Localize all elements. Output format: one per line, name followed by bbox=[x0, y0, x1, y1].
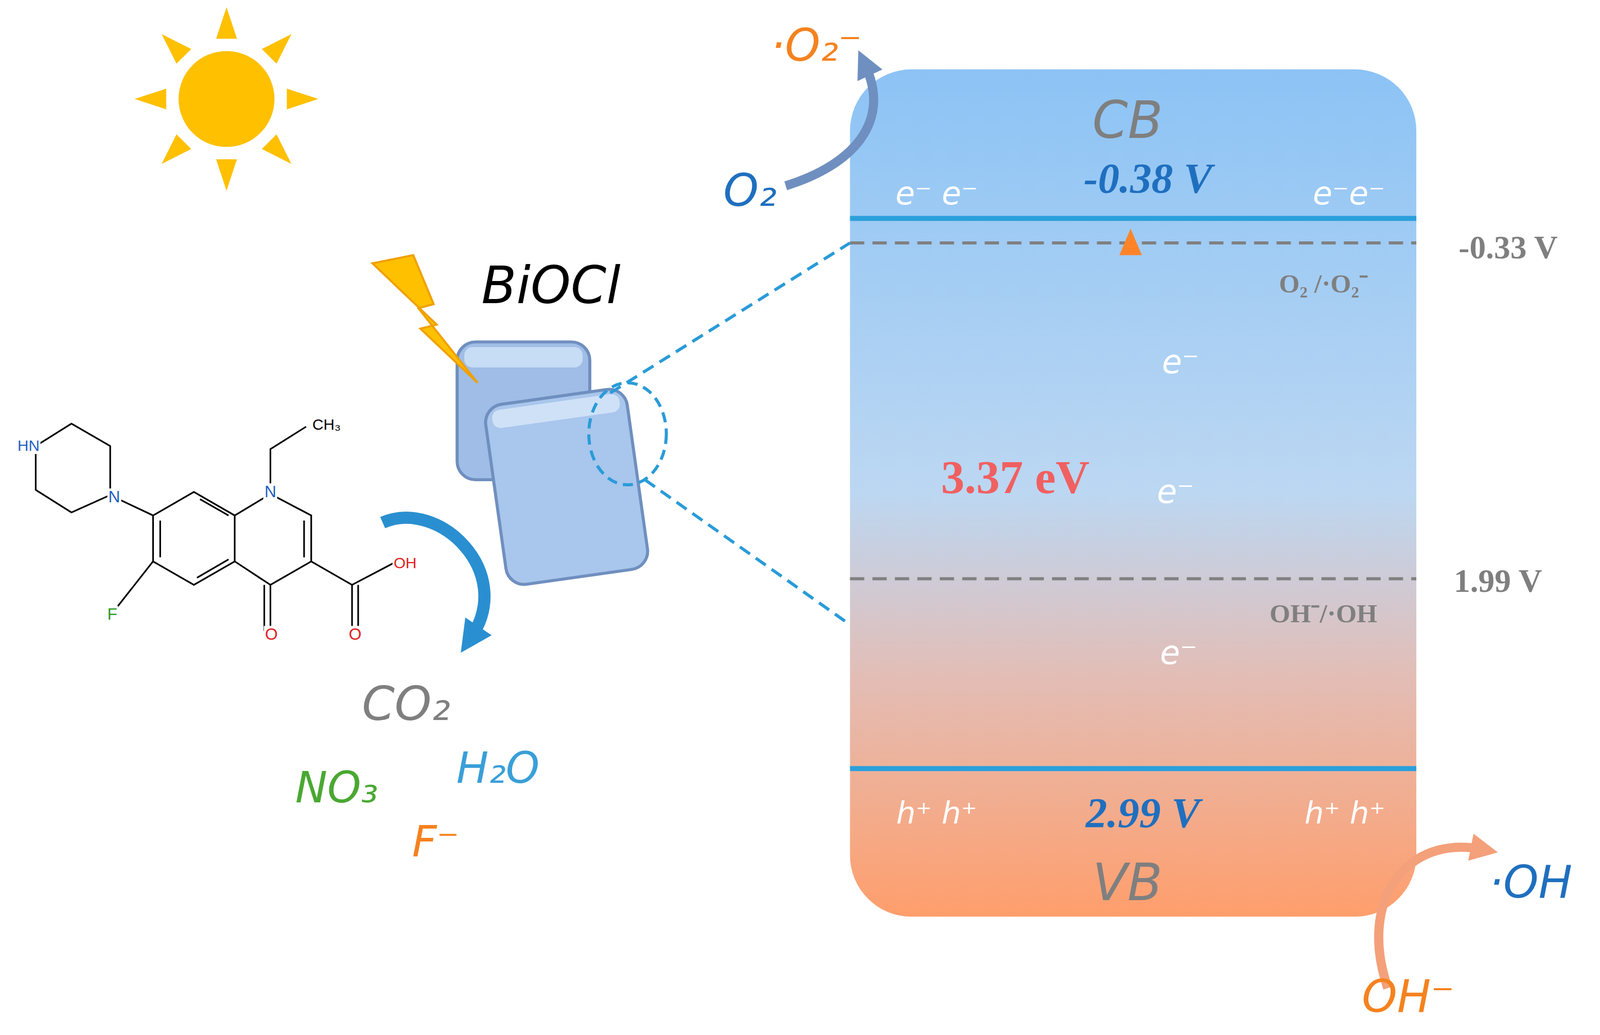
sun-ray bbox=[261, 33, 292, 64]
potential-value: 1.99 V bbox=[1453, 565, 1542, 598]
excitation-arrow bbox=[1127, 251, 1134, 756]
band-panel bbox=[850, 69, 1417, 917]
cb-edge bbox=[850, 215, 1417, 221]
electron-label: e⁻ bbox=[1156, 475, 1194, 508]
electron-label: e⁻ bbox=[1162, 345, 1200, 379]
atom-label: CH₃ bbox=[311, 416, 342, 433]
reaction-arrow bbox=[1378, 847, 1482, 989]
product-label: F⁻ bbox=[412, 820, 460, 864]
product-label: NO₃ bbox=[295, 766, 379, 810]
atom-label: OH bbox=[392, 555, 418, 572]
sun-ray bbox=[286, 88, 319, 110]
atom-label: O bbox=[264, 625, 279, 644]
band-potential: 2.99 V bbox=[1085, 792, 1201, 835]
sun-ray bbox=[261, 134, 292, 165]
species-label: ·O₂⁻ bbox=[770, 23, 863, 69]
sun-ray bbox=[216, 7, 237, 39]
species-label: OH⁻ bbox=[1361, 974, 1455, 1020]
sun-ray bbox=[216, 159, 237, 191]
atom-label: N bbox=[263, 483, 278, 501]
catalyst-name: BiOCl bbox=[481, 260, 621, 312]
sun-ray bbox=[161, 134, 192, 165]
degradation-arrow bbox=[382, 517, 485, 637]
electron-label: e⁻e⁻ bbox=[1312, 178, 1386, 210]
hole-label: h⁺ h⁺ bbox=[1304, 798, 1386, 830]
norfloxacin-structure bbox=[35, 423, 393, 631]
atom-label: HN bbox=[16, 437, 41, 455]
vb-edge bbox=[850, 765, 1417, 771]
potential-value: -0.33 V bbox=[1458, 231, 1558, 265]
species-label: ·OH bbox=[1488, 859, 1573, 905]
electron-label: e⁻ e⁻ bbox=[895, 178, 978, 210]
biocl-particles bbox=[372, 255, 650, 587]
band-name: VB bbox=[1092, 857, 1163, 909]
reaction-arrow bbox=[785, 65, 874, 186]
redox-couple: O₂ /·O₂⁻ bbox=[1278, 270, 1368, 297]
hole-label: h⁺ h⁺ bbox=[896, 798, 978, 830]
product-label: H₂O bbox=[456, 746, 540, 790]
sun-icon bbox=[134, 7, 319, 191]
electron-label: e⁻ bbox=[1159, 636, 1198, 670]
sun-ray bbox=[161, 33, 192, 64]
zoom-ring bbox=[588, 382, 667, 485]
zoom-leader bbox=[610, 242, 851, 394]
zoom-leader bbox=[644, 479, 851, 625]
atom-label: F bbox=[106, 605, 118, 624]
atom-label: N bbox=[107, 488, 122, 506]
redox-couple: OH⁻/·OH bbox=[1269, 600, 1378, 627]
sun-ray bbox=[134, 88, 167, 110]
band-potential: -0.38 V bbox=[1083, 156, 1213, 200]
arrow-head bbox=[1119, 228, 1142, 256]
atom-label: O bbox=[347, 625, 363, 644]
species-label: O₂ bbox=[723, 168, 778, 214]
band-name: CB bbox=[1092, 94, 1163, 146]
product-label: CO₂ bbox=[361, 680, 451, 728]
band-gap: 3.37 eV bbox=[941, 453, 1090, 501]
